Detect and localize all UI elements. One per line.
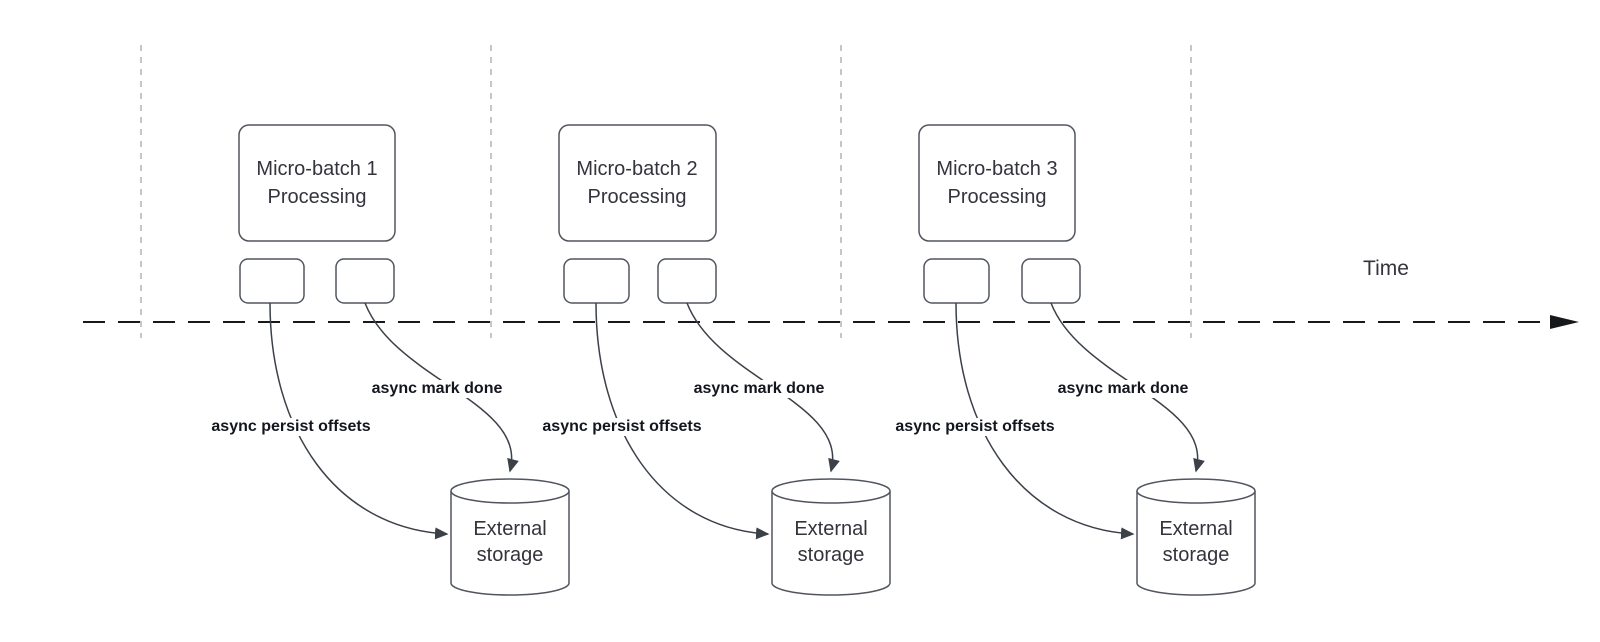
time-axis-arrowhead-icon (1550, 315, 1579, 329)
microbatch-3-title: Micro-batch 3 Processing (936, 158, 1058, 208)
persist-offsets-arrow-3 (955, 302, 1135, 540)
microbatch-1-title: Micro-batch 1 Processing (256, 158, 378, 208)
persist-offsets-label-3: async persist offsets (892, 418, 1058, 436)
external-storage-label-2: External storage (794, 518, 868, 566)
external-storage-cylinder-1 (450, 491, 570, 596)
microbatch-2-box (558, 124, 717, 242)
mark-done-task-box-2 (657, 258, 717, 304)
mark-done-task-box-1 (335, 258, 395, 304)
persist-offsets-task-box-3 (923, 258, 990, 304)
persist-offsets-label-1: async persist offsets (208, 418, 374, 436)
external-storage-cylinder-2-top (771, 478, 891, 504)
external-storage-label-1: External storage (473, 518, 547, 566)
time-label: Time (1363, 257, 1409, 280)
persist-offsets-task-box-2 (563, 258, 630, 304)
microbatch-1-box (238, 124, 396, 242)
persist-offsets-label-2: async persist offsets (539, 418, 705, 436)
mark-done-task-box-3 (1021, 258, 1081, 304)
external-storage-cylinder-1-top (450, 478, 570, 504)
persist-offsets-task-box-1 (239, 258, 305, 304)
microbatch-2-title: Micro-batch 2 Processing (576, 158, 698, 208)
persist-offsets-arrow-2 (595, 302, 770, 540)
persist-offsets-arrow-1 (269, 302, 449, 540)
external-storage-cylinder-3 (1136, 491, 1256, 596)
external-storage-cylinder-3-top (1136, 478, 1256, 504)
microbatch-3-box (918, 124, 1076, 242)
external-storage-label-3: External storage (1159, 518, 1233, 566)
external-storage-cylinder-2 (771, 491, 891, 596)
mark-done-label-1: async mark done (368, 380, 506, 398)
mark-done-label-3: async mark done (1054, 380, 1192, 398)
mark-done-label-2: async mark done (690, 380, 828, 398)
